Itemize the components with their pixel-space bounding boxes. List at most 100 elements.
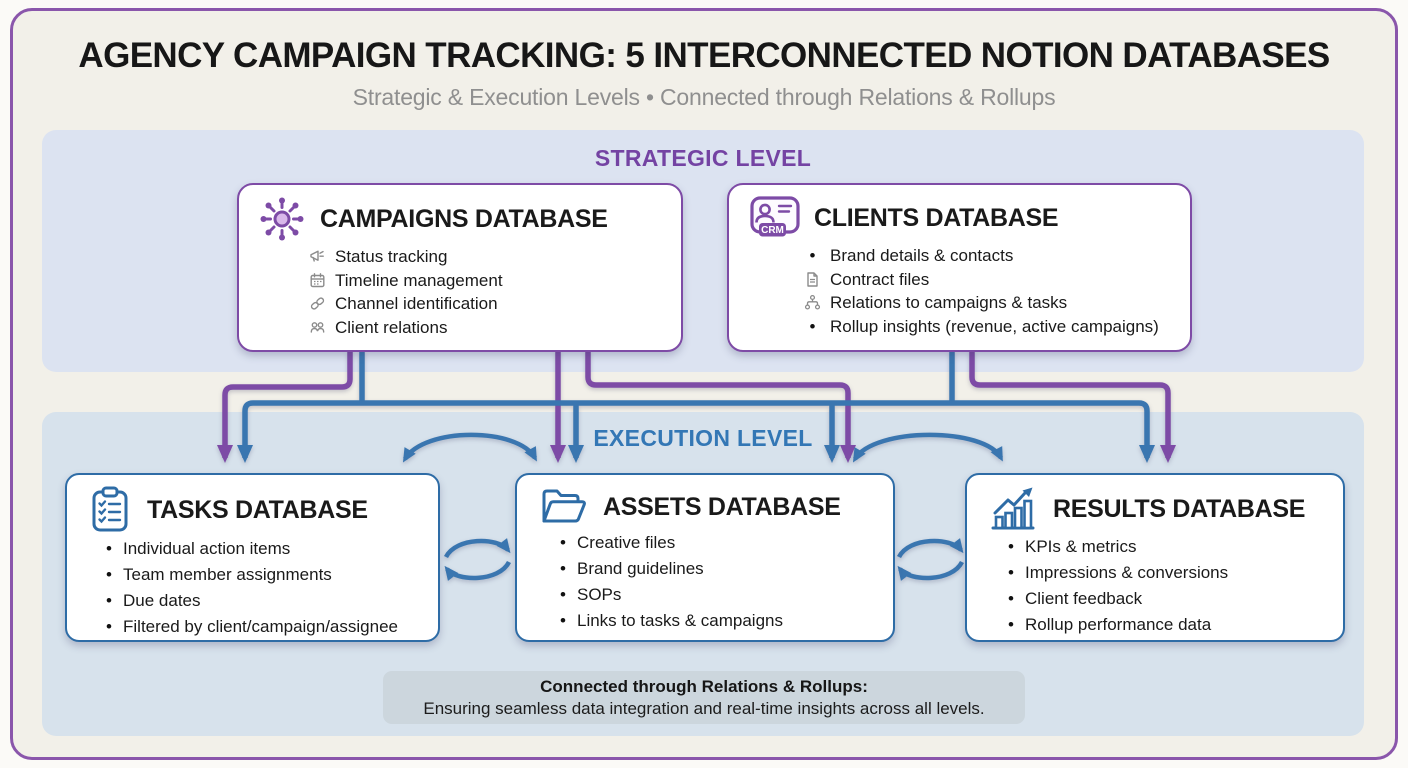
relations-note-title: Connected through Relations & Rollups: [540, 676, 868, 696]
list-item: • Individual action items [103, 536, 438, 562]
clients-database-card: CRM CLIENTS DATABASE • Brand details & c… [727, 183, 1192, 352]
bullet: • [560, 533, 566, 552]
campaigns-feature-list: Status tracking Timeline management Cha [239, 245, 681, 339]
list-item: Relations to campaigns & tasks [804, 291, 1190, 315]
list-item: Client relations [309, 316, 681, 340]
results-feature-list: • KPIs & metrics • Impressions & convers… [967, 534, 1343, 638]
link-icon [310, 297, 325, 310]
assets-card-title: ASSETS DATABASE [603, 492, 841, 521]
arc-tasks-assets [402, 432, 537, 463]
arrow-campaigns-to-assets-right-purple [585, 351, 856, 463]
list-item-text: Rollup insights (revenue, active campaig… [830, 316, 1159, 336]
list-item: Channel identification [309, 292, 681, 316]
folder-icon [542, 489, 586, 523]
results-card-title: RESULTS DATABASE [1053, 494, 1306, 523]
list-item: Contract files [804, 268, 1190, 292]
list-item-text: Client relations [335, 317, 448, 337]
bullet: • [106, 617, 112, 636]
calendar-icon [310, 272, 325, 287]
list-item-text: Brand details & contacts [830, 246, 1014, 265]
list-item: • Rollup performance data [1005, 612, 1343, 638]
list-item: • Links to tasks & campaigns [557, 608, 893, 634]
list-item-text: Due dates [123, 591, 201, 610]
blue-relation-lines [237, 351, 1155, 463]
tasks-feature-list: • Individual action items • Team member … [67, 536, 438, 640]
list-item-text: Rollup performance data [1025, 615, 1212, 634]
clipboard-checklist-icon [92, 486, 128, 532]
list-item-text: Links to tasks & campaigns [577, 611, 783, 630]
list-item: • Client feedback [1005, 586, 1343, 612]
tasks-database-card: TASKS DATABASE • Individual action items… [65, 473, 440, 642]
list-item-text: Filtered by client/campaign/assignee [123, 617, 398, 636]
blue-bus-tasks-to-results [237, 400, 1155, 463]
campaigns-card-title: CAMPAIGNS DATABASE [320, 204, 608, 233]
list-item-text: Relations to campaigns & tasks [830, 293, 1068, 312]
bidirectional-arcs [402, 432, 1003, 581]
bullet: • [560, 585, 566, 604]
results-database-card: RESULTS DATABASE • KPIs & metrics • Impr… [965, 473, 1345, 642]
bullet: • [1008, 537, 1014, 556]
list-item-text: Brand guidelines [577, 559, 704, 578]
list-item-text: Client feedback [1025, 589, 1143, 608]
campaigns-database-card: CAMPAIGNS DATABASE Status tracking Timel… [237, 183, 683, 352]
bar-chart-icon [991, 487, 1035, 530]
list-item-text: Creative files [577, 533, 676, 552]
list-item-text: Contract files [830, 269, 930, 289]
list-item-text: Timeline management [335, 270, 503, 290]
list-item-text: Team member assignments [123, 565, 332, 584]
list-item: • Brand guidelines [557, 556, 893, 582]
arrow-clients-to-results-purple [969, 351, 1176, 463]
list-item: Status tracking [309, 245, 681, 269]
list-item-text: Status tracking [335, 247, 448, 266]
list-item: • Team member assignments [103, 562, 438, 588]
assets-feature-list: • Creative files • Brand guidelines • SO… [517, 530, 893, 634]
relations-note-body: Ensuring seamless data integration and r… [423, 698, 985, 718]
list-item-text: KPIs & metrics [1025, 537, 1137, 556]
cycle-assets-results-bottom [897, 560, 965, 581]
bullet: • [560, 559, 566, 578]
cycle-tasks-assets-top [443, 538, 511, 559]
people-icon [310, 321, 325, 333]
clients-feature-list: • Brand details & contacts Contract file… [729, 244, 1190, 338]
clients-card-head: CRM CLIENTS DATABASE [729, 185, 1190, 241]
cycle-tasks-assets-bottom [444, 560, 512, 581]
list-item: • SOPs [557, 582, 893, 608]
megaphone-icon [310, 250, 324, 262]
assets-database-card: ASSETS DATABASE • Creative files • Brand… [515, 473, 895, 642]
bullet: • [106, 539, 112, 558]
arrow-campaigns-to-tasks-purple [217, 351, 353, 463]
page-title: AGENCY CAMPAIGN TRACKING: 5 INTERCONNECT… [78, 36, 1330, 75]
clients-card-title: CLIENTS DATABASE [814, 203, 1059, 232]
cycle-assets-results-top [896, 538, 964, 559]
strategic-level-label: STRATEGIC LEVEL [594, 145, 812, 171]
assets-card-head: ASSETS DATABASE [517, 475, 893, 528]
results-card-head: RESULTS DATABASE [967, 475, 1343, 532]
list-item-text: Individual action items [123, 539, 291, 558]
list-item: • Rollup insights (revenue, active campa… [804, 315, 1190, 339]
crm-badge-label: CRM [761, 225, 784, 236]
bullet: • [106, 591, 112, 610]
purple-relation-lines [217, 351, 1176, 463]
bullet: • [1008, 615, 1014, 634]
list-item: • Impressions & conversions [1005, 560, 1343, 586]
list-item: • Brand details & contacts [804, 244, 1190, 268]
bullet: • [106, 565, 112, 584]
relations-note: Connected through Relations & Rollups: E… [383, 671, 1025, 724]
bullet: • [1008, 589, 1014, 608]
list-item-text: SOPs [577, 585, 622, 604]
page-subtitle: Strategic & Execution Levels • Connected… [352, 84, 1056, 110]
list-item: • Filtered by client/campaign/assignee [103, 614, 438, 640]
arc-assets-results [852, 432, 1003, 463]
bullet: • [1008, 563, 1014, 582]
crm-card-icon: CRM [750, 196, 800, 237]
tasks-card-title: TASKS DATABASE [147, 495, 368, 524]
bullet: • [560, 611, 566, 630]
list-item-text: Channel identification [335, 294, 498, 313]
bullet: • [809, 316, 816, 336]
list-item: Timeline management [309, 269, 681, 293]
document-icon [807, 272, 818, 287]
hub-network-icon [260, 197, 304, 241]
tasks-card-head: TASKS DATABASE [67, 475, 438, 534]
